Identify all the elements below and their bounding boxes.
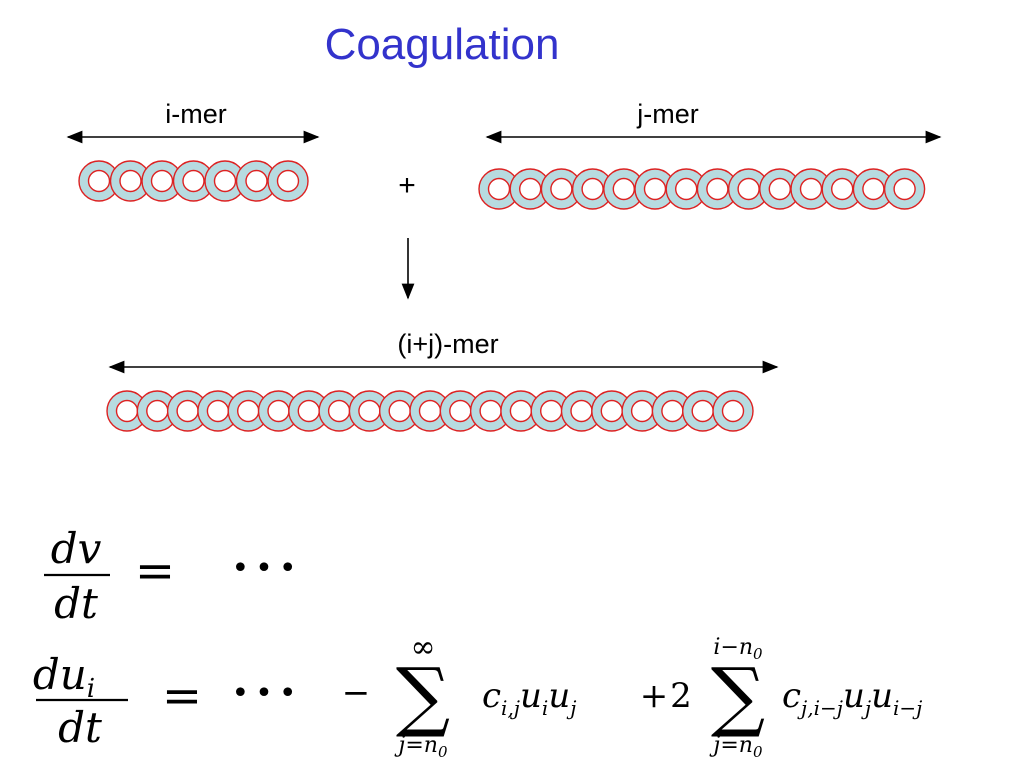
monomer-bead-hole [449, 399, 472, 423]
eq1-ellipsis: ••• [231, 551, 302, 586]
eq2-denominator: dt [58, 703, 102, 752]
ij-mer-label: (i+j)-mer [397, 329, 498, 359]
monomer-bead-hole [768, 177, 791, 201]
monomer-bead-hole [540, 399, 563, 423]
monomer-bead-hole [661, 399, 684, 423]
monomer-bead-hole [245, 169, 268, 193]
monomer-bead-hole [799, 177, 823, 201]
monomer-bead-hole [213, 169, 237, 193]
monomer-bead-hole [675, 177, 698, 201]
monomer-bead-hole [327, 399, 351, 423]
monomer-bead-hole [519, 177, 542, 201]
equation-dv-dt: dv dt = ••• [44, 524, 302, 628]
monomer-bead-hole [115, 399, 139, 423]
monomer-bead-hole [146, 399, 169, 423]
sum2-upper-limit: i−n0 [713, 635, 763, 663]
i-mer-label: i-mer [165, 99, 227, 129]
monomer-bead-hole [150, 169, 174, 193]
eq1-numerator: dv [51, 524, 102, 573]
eq1-denominator: dt [54, 579, 98, 628]
monomer-bead-hole [706, 177, 729, 201]
ij-mer-chain [106, 390, 754, 432]
eq2-numerator: dui [33, 650, 95, 704]
monomer-bead-hole [182, 169, 205, 193]
monomer-bead-hole [87, 169, 111, 193]
sum2-lower-limit: j=n0 [709, 733, 763, 761]
eq2-plus: + [640, 676, 669, 716]
monomer-bead-hole [236, 399, 260, 423]
monomer-bead-hole [612, 177, 635, 201]
plus-sign: + [398, 169, 416, 202]
monomer-bead-hole [721, 399, 745, 423]
j-mer-chain [478, 168, 926, 210]
term2: cj,i−jujui−j [782, 676, 922, 720]
monomer-bead-hole [487, 177, 511, 201]
monomer-bead-hole [581, 177, 604, 201]
monomer-bead-hole [862, 177, 885, 201]
monomer-bead-hole [206, 399, 230, 423]
eq1-equals: = [135, 543, 175, 599]
monomer-bead-hole [737, 177, 760, 201]
monomer-bead-hole [893, 177, 916, 201]
term1: ci,juiuj [482, 676, 576, 720]
sum1-sigma: ∑ [396, 651, 450, 740]
monomer-bead-hole [418, 399, 442, 423]
monomer-bead-hole [550, 177, 573, 201]
monomer-bead-hole [297, 399, 320, 423]
equation-du-dt: dui dt = ••• − ∞ ∑ j=n0 ci,juiuj + 2 i−n… [33, 630, 922, 761]
monomer-bead-hole [630, 399, 654, 423]
sum1-lower-limit: j=n0 [394, 733, 448, 761]
sum1-upper-limit: ∞ [411, 630, 436, 665]
sum2-sigma: ∑ [711, 651, 765, 740]
monomer-bead-hole [691, 399, 714, 423]
monomer-bead-hole [570, 399, 593, 423]
monomer-bead-hole [600, 399, 623, 423]
eq2-ellipsis: ••• [231, 676, 302, 711]
monomer-bead-hole [479, 399, 502, 423]
eq2-two: 2 [670, 676, 692, 716]
monomer-bead-hole [358, 399, 381, 423]
j-mer-label: j-mer [636, 99, 699, 129]
monomer-bead-hole [276, 169, 300, 193]
eq2-equals: = [162, 668, 202, 724]
monomer-bead-hole [119, 169, 142, 193]
eq2-minus: − [342, 673, 371, 713]
monomer-bead-hole [267, 399, 290, 423]
monomer-bead-hole [643, 177, 667, 201]
monomer-bead-hole [388, 399, 411, 423]
i-mer-chain [78, 160, 309, 202]
page-title: Coagulation [324, 20, 560, 69]
monomer-bead-hole [831, 177, 854, 201]
monomer-bead-hole [509, 399, 533, 423]
monomer-bead-hole [176, 399, 199, 423]
